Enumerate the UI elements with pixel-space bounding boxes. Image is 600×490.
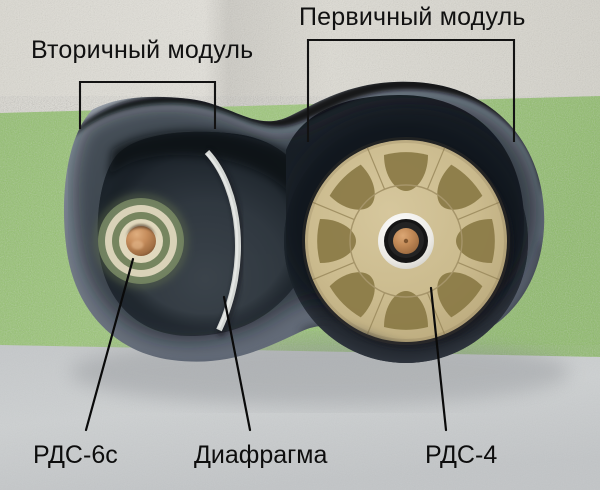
text-labels: Вторичный модуль Первичный модуль РДС-6с… — [31, 3, 526, 469]
primary-module-assembly[interactable] — [302, 137, 513, 349]
primary-disc-vignette — [302, 137, 510, 345]
secondary-core-top-shadow — [126, 224, 156, 239]
primary-lens-seams — [312, 147, 500, 335]
label-diaphragm: Диафрагма — [194, 441, 327, 469]
label-primary-module: Первичный модуль — [299, 3, 526, 31]
primary-inner-circle-outline — [349, 184, 463, 298]
secondary-assembly-softblur — [93, 193, 189, 289]
bracket-primary-module[interactable] — [306, 38, 516, 143]
leader-line-rds4[interactable] — [429, 286, 448, 432]
secondary-core-sphere — [126, 226, 156, 256]
label-secondary-module: Вторичный модуль — [31, 36, 253, 64]
leader-lines — [84, 257, 448, 432]
secondary-module-assembly[interactable] — [93, 193, 189, 289]
annotation-brackets — [78, 38, 516, 143]
leader-line-rds6s[interactable] — [84, 257, 135, 432]
primary-lens-petals — [317, 152, 495, 330]
leader-line-diaphragm[interactable] — [222, 295, 252, 432]
bracket-secondary-module[interactable] — [78, 80, 217, 130]
diaphragm-plate-highlight — [206, 153, 239, 329]
label-rds-4: РДС-4 — [425, 441, 497, 469]
label-rds-6s: РДС-6с — [33, 441, 118, 469]
secondary-core-highlight — [131, 240, 144, 250]
primary-core-center-dot — [403, 238, 409, 244]
diaphragm-arc[interactable] — [204, 149, 245, 337]
